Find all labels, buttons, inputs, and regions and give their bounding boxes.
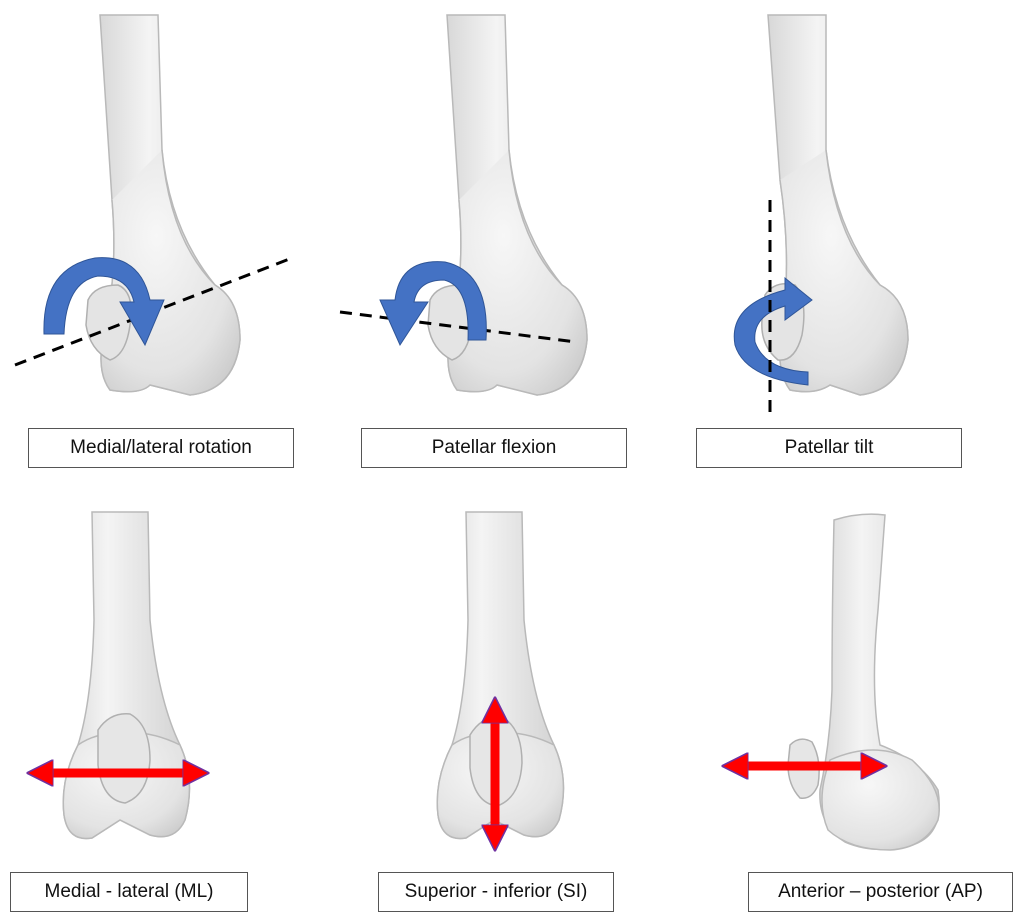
panel-patellar-tilt xyxy=(734,15,908,415)
femur-bone xyxy=(820,514,939,850)
label-ml-rotation: Medial/lateral rotation xyxy=(28,428,294,468)
panel-patellar-flexion xyxy=(340,15,587,395)
label-patellar-flexion: Patellar flexion xyxy=(361,428,627,468)
panel-ml-translation xyxy=(40,512,196,839)
label-ap-translation: Anterior – posterior (AP) xyxy=(748,872,1013,912)
panel-ml-rotation xyxy=(15,15,292,395)
label-ml-translation: Medial - lateral (ML) xyxy=(10,872,248,912)
label-patellar-tilt: Patellar tilt xyxy=(696,428,962,468)
patella-bone xyxy=(98,714,150,803)
label-si-translation: Superior - inferior (SI) xyxy=(378,872,614,912)
panel-si-translation xyxy=(437,512,563,839)
panel-ap-translation xyxy=(735,514,939,850)
